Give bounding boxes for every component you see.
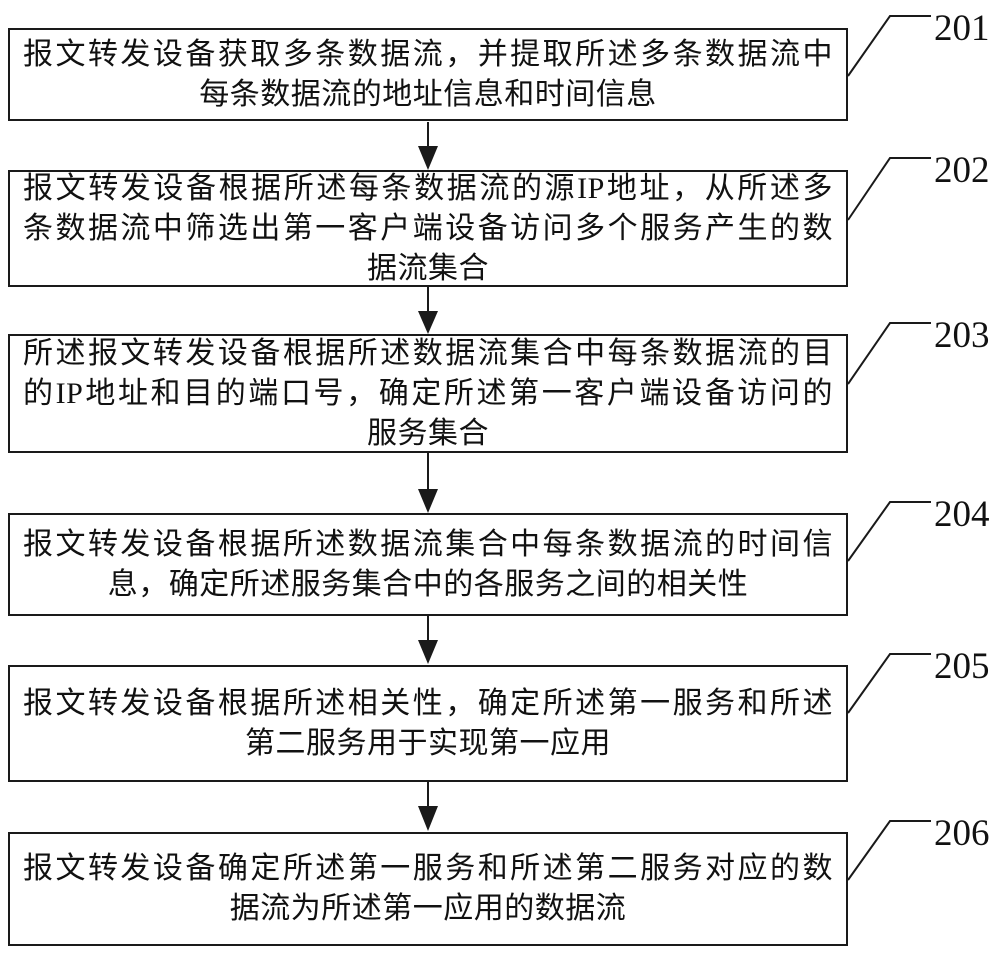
flow-arrow <box>418 287 438 334</box>
step-text-line: 报文转发设备根据所述相关性，确定所述第一服务和所述 <box>23 686 833 720</box>
step-box-201: 报文转发设备获取多条数据流，并提取所述多条数据流中 每条数据流的地址信息和时间信… <box>8 28 848 121</box>
flow-arrow <box>418 453 438 513</box>
flow-arrow <box>418 782 438 831</box>
step-box-203: 所述报文转发设备根据所述数据流集合中每条数据流的目 的IP地址和目的端口号，确定… <box>8 334 848 453</box>
leader-line <box>847 157 931 221</box>
step-text-line: 据流为所述第一应用的数据流 <box>229 892 627 925</box>
step-text-line: 报文转发设备根据所述每条数据流的源IP地址，从所述多 <box>23 171 833 205</box>
step-text-line: 条数据流中筛选出第一客户端设备访问多个服务产生的数 <box>23 211 833 245</box>
step-number-203: 203 <box>934 315 990 356</box>
step-number-204: 204 <box>934 494 990 535</box>
step-text-line: 报文转发设备确定所述第一服务和所述第二服务对应的数 <box>23 852 833 885</box>
leader-line <box>847 15 931 77</box>
leader-line <box>847 501 931 562</box>
flow-arrow <box>418 616 438 664</box>
step-box-205: 报文转发设备根据所述相关性，确定所述第一服务和所述 第二服务用于实现第一应用 <box>8 665 848 782</box>
leader-line <box>847 322 931 385</box>
step-text-line: 所述报文转发设备根据所述数据流集合中每条数据流的目 <box>23 336 833 370</box>
leader-line <box>847 653 931 714</box>
step-text-line: 第二服务用于实现第一应用 <box>245 726 611 760</box>
step-text-line: 报文转发设备根据所述数据流集合中每条数据流的时间信 <box>23 527 833 561</box>
step-number-201: 201 <box>934 8 990 49</box>
step-text-line: 报文转发设备获取多条数据流，并提取所述多条数据流中 <box>23 37 833 71</box>
step-text-line: 据流集合 <box>367 251 489 285</box>
step-number-205: 205 <box>934 646 990 687</box>
step-box-204: 报文转发设备根据所述数据流集合中每条数据流的时间信 息，确定所述服务集合中的各服… <box>8 513 848 616</box>
step-number-202: 202 <box>934 150 990 191</box>
flow-arrow <box>418 122 438 170</box>
step-text-line: 的IP地址和目的端口号，确定所述第一客户端设备访问的 <box>23 376 833 410</box>
step-text-line: 息，确定所述服务集合中的各服务之间的相关性 <box>107 567 749 601</box>
step-text-line: 每条数据流的地址信息和时间信息 <box>199 77 657 111</box>
step-box-206: 报文转发设备确定所述第一服务和所述第二服务对应的数 据流为所述第一应用的数据流 <box>8 832 848 946</box>
step-text-line: 服务集合 <box>367 416 489 450</box>
step-number-206: 206 <box>934 813 990 854</box>
step-box-202: 报文转发设备根据所述每条数据流的源IP地址，从所述多 条数据流中筛选出第一客户端… <box>8 170 848 287</box>
leader-line <box>847 820 931 881</box>
